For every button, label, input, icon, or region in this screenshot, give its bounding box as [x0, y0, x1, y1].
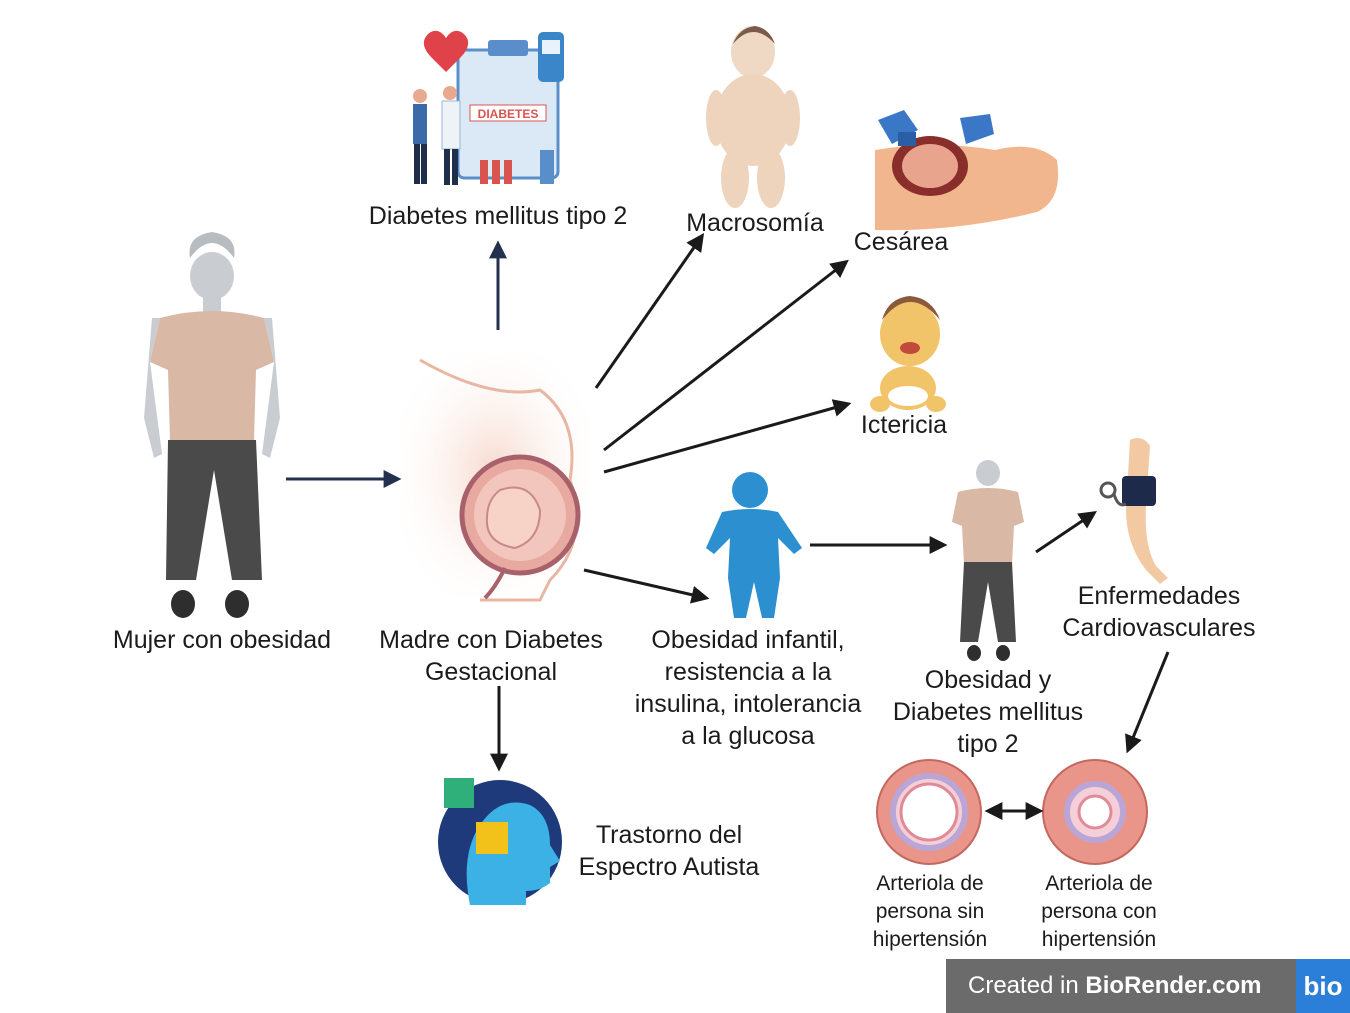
- label-asd-line1: Trastorno del: [595, 821, 743, 849]
- arteriole-normal-illustration: [876, 759, 982, 865]
- arrow-to-ictericia: [603, 399, 852, 474]
- obese-adult-illustration: [952, 460, 1024, 661]
- label-child-outcomes: Obesidad infantil, resistencia a la insu…: [618, 624, 878, 752]
- label-art-normal-line1: Arteriola de: [876, 872, 984, 895]
- label-macrosomia: Macrosomía: [686, 209, 824, 237]
- autism-head-illustration: [438, 778, 562, 905]
- biorender-badge[interactable]: Created in BioRender.com bio: [946, 959, 1350, 1013]
- label-gdm-mother-line2: Gestacional: [424, 658, 558, 686]
- label-arteriole-normal: Arteriola de persona sin hipertensión: [856, 870, 1004, 954]
- obese-woman-illustration: [144, 232, 280, 618]
- pregnant-belly-illustration: [400, 352, 590, 602]
- label-arteriole-hypertension: Arteriola de persona con hipertensión: [1024, 870, 1174, 954]
- label-child-line2: resistencia a la: [664, 658, 832, 686]
- macrosomic-baby-illustration: [706, 26, 800, 208]
- arrow-adult-to-cardio: [1035, 510, 1097, 554]
- arteriole-hypertension-illustration: [1042, 759, 1148, 865]
- label-adult-line2: Diabetes mellitus: [892, 698, 1084, 726]
- label-art-hyper-line2: persona con: [1041, 900, 1157, 923]
- arrow-to-macrosomia: [594, 233, 705, 389]
- diabetes-board-text: DIABETES: [478, 107, 539, 121]
- label-art-normal-line2: persona sin: [875, 900, 985, 923]
- label-child-line1: Obesidad infantil,: [651, 626, 845, 654]
- arrows: [286, 233, 1170, 820]
- badge-brand: BioRender.com: [1085, 972, 1262, 999]
- label-cesarea: Cesárea: [853, 228, 949, 256]
- obese-child-illustration: [706, 472, 802, 618]
- label-cardio-line1: Enfermedades: [1077, 582, 1241, 610]
- label-cardiovascular: Enfermedades Cardiovasculares: [1046, 580, 1272, 644]
- label-asd-line2: Espectro Autista: [578, 853, 760, 881]
- diabetes-clipboard-illustration: DIABETES: [413, 30, 564, 185]
- label-art-normal-line3: hipertensión: [872, 928, 988, 951]
- arrow-to-cesarea: [603, 259, 849, 452]
- label-adult-line3: tipo 2: [957, 730, 1019, 758]
- label-gdm-mother-line1: Madre con Diabetes: [379, 626, 603, 654]
- badge-text: Created in BioRender.com: [946, 972, 1261, 1000]
- label-obese-woman: Mujer con obesidad: [112, 626, 332, 654]
- label-autism: Trastorno del Espectro Autista: [564, 819, 774, 883]
- cesarean-illustration: [875, 110, 1059, 231]
- label-dm2-top: Diabetes mellitus tipo 2: [368, 202, 628, 230]
- label-ictericia: Ictericia: [860, 411, 948, 439]
- jaundice-baby-illustration: [870, 296, 946, 412]
- label-child-line3: insulina, intolerancia: [634, 690, 862, 718]
- label-child-line4: a la glucosa: [681, 722, 815, 750]
- label-art-hyper-line1: Arteriola de: [1045, 872, 1153, 895]
- biorender-logo: bio: [1296, 959, 1350, 1013]
- label-art-hyper-line3: hipertensión: [1041, 928, 1157, 951]
- label-adult-outcomes: Obesidad y Diabetes mellitus tipo 2: [874, 664, 1102, 760]
- label-cardio-line2: Cardiovasculares: [1062, 614, 1256, 642]
- arrow-to-child: [583, 568, 710, 604]
- badge-prefix: Created in: [968, 972, 1086, 999]
- blood-pressure-illustration: [1099, 438, 1168, 584]
- arrow-cardio-to-arteriole: [1125, 651, 1170, 754]
- label-gdm-mother: Madre con Diabetes Gestacional: [360, 624, 622, 688]
- label-adult-line1: Obesidad y: [924, 666, 1052, 694]
